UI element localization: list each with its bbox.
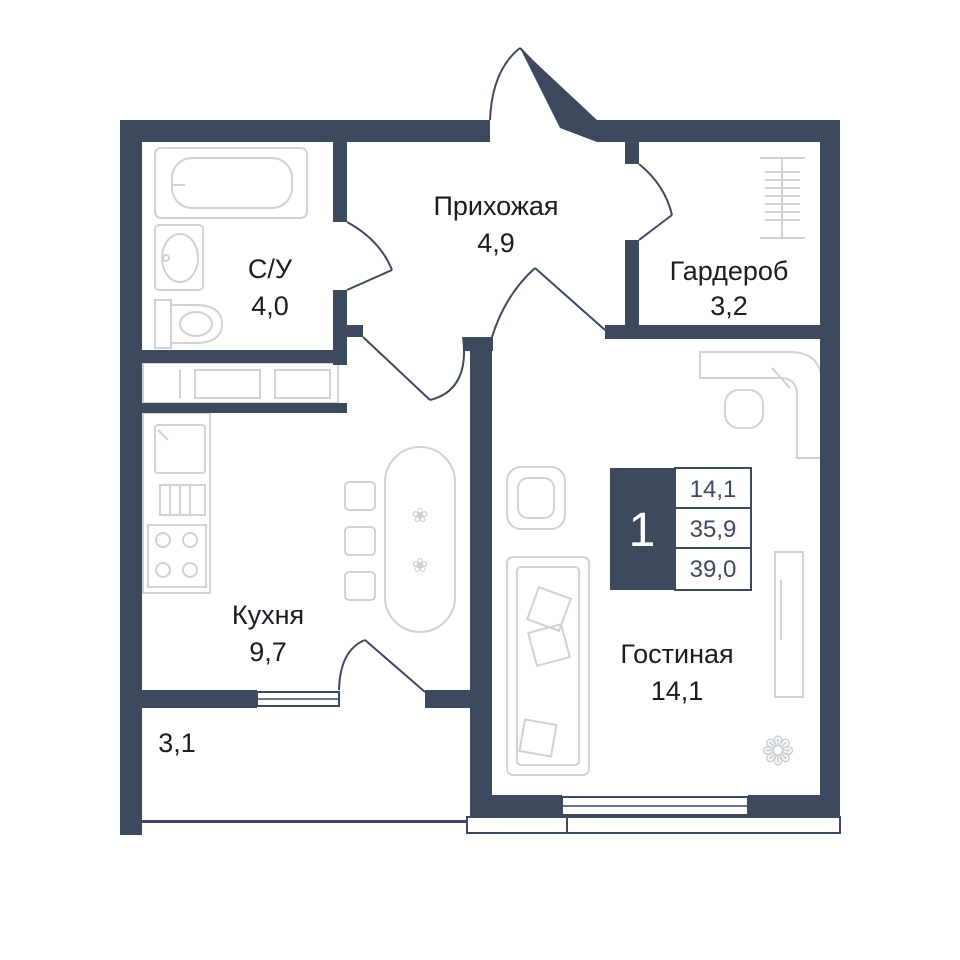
plant-icon: ❁ xyxy=(761,730,795,774)
living-area: 14,1 xyxy=(651,676,704,706)
living-name: Гостиная xyxy=(620,639,733,669)
desk-icon xyxy=(699,351,823,459)
armchair-icon xyxy=(506,466,566,530)
hallway-name: Прихожая xyxy=(433,191,558,221)
sink-icon xyxy=(154,224,204,291)
svg-text:❀: ❀ xyxy=(412,555,429,577)
svg-text:❀: ❀ xyxy=(412,505,429,527)
bathroom-area: 4,0 xyxy=(251,291,289,321)
hallway-area: 4,9 xyxy=(477,228,515,258)
area-badge: 1 14,1 35,9 39,0 xyxy=(610,467,752,591)
windows xyxy=(256,691,841,834)
walls xyxy=(120,120,840,835)
total-area-value: 35,9 xyxy=(690,516,737,543)
kitchen-name: Кухня xyxy=(232,600,304,630)
clothes-rack-icon xyxy=(760,157,805,239)
doors xyxy=(338,47,673,693)
sofa-icon xyxy=(506,556,590,776)
total-with-balcony-value: 39,0 xyxy=(690,556,737,583)
living-area-value: 14,1 xyxy=(690,476,737,503)
wardrobe-area: 3,2 xyxy=(710,291,748,321)
balcony-area: 3,1 xyxy=(158,728,196,758)
kitchen-area: 9,7 xyxy=(249,637,287,667)
toilet-icon xyxy=(154,299,224,349)
wardrobe-name: Гардероб xyxy=(670,256,789,286)
bathroom-name: С/У xyxy=(248,254,293,284)
bathtub-icon xyxy=(154,147,308,219)
rooms-count: 1 xyxy=(629,504,656,557)
tv-stand-icon xyxy=(774,551,804,698)
dining-table-icon: ❀ ❀ xyxy=(344,446,456,633)
